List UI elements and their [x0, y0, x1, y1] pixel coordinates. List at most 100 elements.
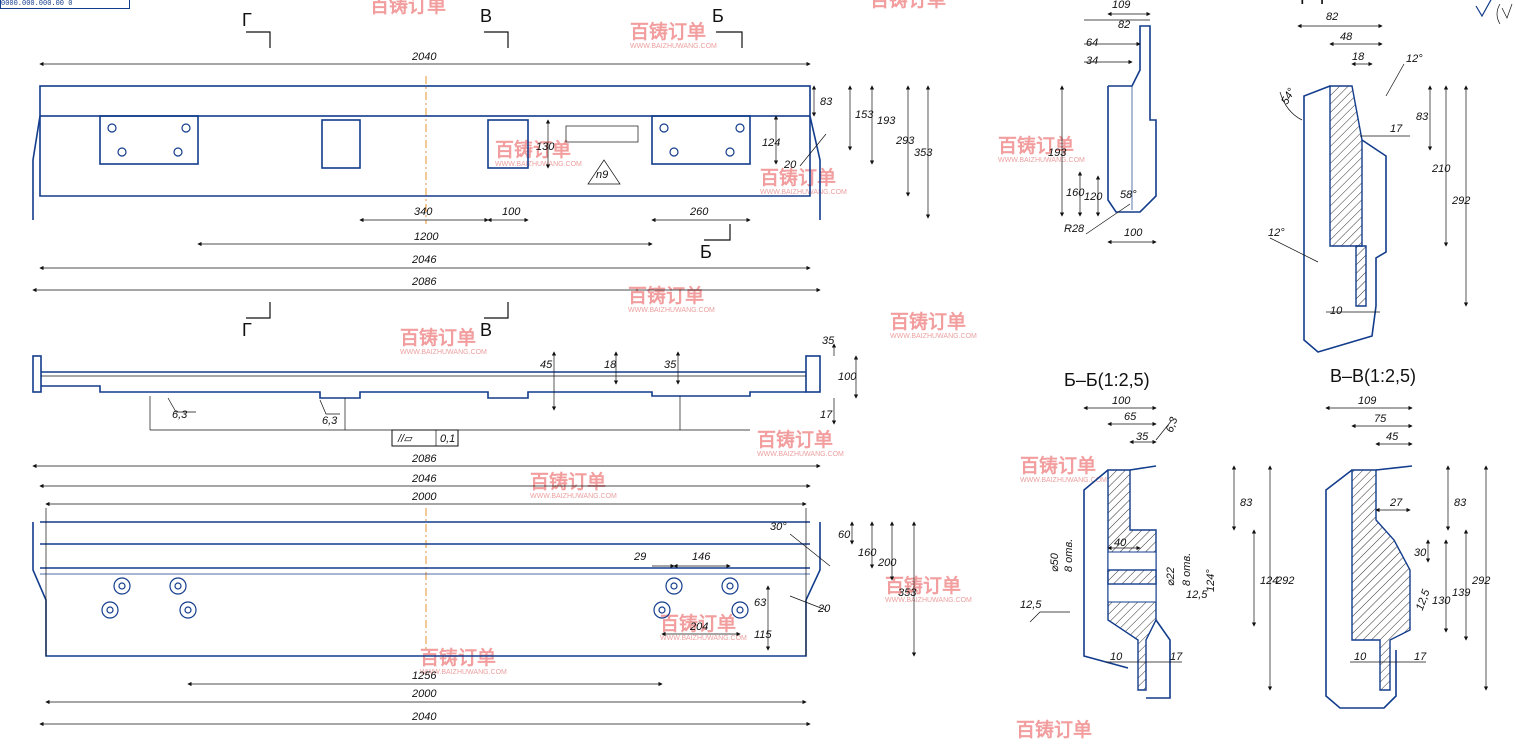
svg-text:百铸订单: 百铸订单	[890, 310, 966, 333]
svg-text:83: 83	[1454, 497, 1467, 509]
svg-text:124: 124	[762, 137, 780, 149]
svg-text:百铸订单: 百铸订单	[1016, 718, 1092, 741]
watermark: 百铸订单	[370, 0, 446, 17]
svg-text:115: 115	[754, 629, 772, 641]
svg-text:百铸订单: 百铸订单	[530, 470, 606, 493]
svg-text:12°: 12°	[1406, 53, 1423, 65]
svg-text:18: 18	[1352, 51, 1365, 63]
svg-text:百铸订单: 百铸订单	[757, 428, 833, 451]
svg-text:35: 35	[1136, 431, 1149, 443]
svg-text:WWW.BAIZHUWANG.COM: WWW.BAIZHUWANG.COM	[628, 307, 715, 314]
svg-text:124°: 124°	[1205, 569, 1217, 592]
hole-group	[107, 123, 745, 157]
svg-text:293: 293	[895, 135, 915, 147]
svg-text:2046: 2046	[411, 254, 437, 266]
section-mark-v: В	[480, 6, 492, 26]
svg-text:2040: 2040	[411, 51, 437, 63]
svg-text:⌀22: ⌀22	[1165, 567, 1177, 586]
svg-text:35: 35	[664, 359, 677, 371]
svg-text:100: 100	[838, 371, 857, 383]
svg-text:12,5: 12,5	[1020, 599, 1042, 611]
svg-text:6,3: 6,3	[172, 409, 188, 421]
svg-text:Г–Г: Г–Г	[1300, 0, 1330, 8]
svg-text:20: 20	[783, 159, 797, 171]
svg-text:⌀50: ⌀50	[1049, 552, 1061, 572]
svg-text:WWW.BAIZHUWANG.COM: WWW.BAIZHUWANG.COM	[420, 669, 507, 676]
drawing-identifier: 0000.000.000.00 0	[0, 0, 130, 9]
svg-text:100: 100	[502, 206, 521, 218]
svg-text:100: 100	[1112, 395, 1131, 407]
svg-text:58°: 58°	[1120, 189, 1137, 201]
side-view: 6,3 6,3 //▱ 0,1 45 18 35 35 100 17	[32, 335, 859, 447]
surface-roughness-icon	[1475, 0, 1513, 25]
svg-text:百铸订单: 百铸订单	[370, 0, 446, 17]
svg-text:292: 292	[1451, 195, 1470, 207]
svg-text:260: 260	[689, 206, 709, 218]
svg-text:83: 83	[1240, 497, 1253, 509]
svg-text:WWW.BAIZHUWANG.COM: WWW.BAIZHUWANG.COM	[998, 157, 1085, 164]
svg-text:292: 292	[1471, 575, 1490, 587]
svg-text:63: 63	[754, 597, 767, 609]
svg-text:139: 139	[1452, 587, 1470, 599]
section-mark-v-mid: В	[480, 320, 492, 340]
svg-text:30°: 30°	[770, 521, 787, 533]
svg-text:100: 100	[1124, 227, 1143, 239]
section-markers-mid: Г В	[242, 302, 509, 340]
svg-text:2000: 2000	[411, 688, 437, 700]
svg-text:193: 193	[877, 115, 896, 127]
svg-text:8 отв.: 8 отв.	[1063, 539, 1075, 572]
svg-text:34: 34	[1086, 55, 1098, 67]
svg-text:204: 204	[689, 621, 708, 633]
front-view: n9 2040 340 100 260 1200 2046 2086 83 15…	[32, 51, 933, 293]
svg-text:百铸订单: 百铸订单	[1020, 454, 1096, 477]
svg-text:百铸订单: 百铸订单	[660, 612, 736, 635]
svg-text:WWW.BAIZHUWANG.COM: WWW.BAIZHUWANG.COM	[495, 161, 582, 168]
svg-text:17: 17	[1170, 651, 1183, 663]
svg-text:R28: R28	[1064, 223, 1085, 235]
detail-profile-a: 109 82 64 34 193 160 120 58° R28 100	[1048, 0, 1157, 245]
svg-text:153: 153	[855, 109, 874, 121]
svg-text:WWW.BAIZHUWANG.COM: WWW.BAIZHUWANG.COM	[757, 451, 844, 458]
svg-text:12,5: 12,5	[1414, 587, 1433, 612]
section-mark-b-lower: Б	[700, 242, 712, 262]
svg-text:n9: n9	[596, 169, 608, 181]
svg-text:百铸订单: 百铸订单	[998, 134, 1074, 157]
svg-text:109: 109	[1112, 0, 1130, 11]
bolt-holes	[101, 577, 749, 619]
section-mark-b: Б	[712, 6, 724, 26]
svg-text:1256: 1256	[412, 670, 437, 682]
svg-text:120: 120	[1084, 191, 1103, 203]
svg-text:WWW.BAIZHUWANG.COM: WWW.BAIZHUWANG.COM	[630, 43, 717, 50]
svg-text:27: 27	[1389, 497, 1403, 509]
svg-text:12,5: 12,5	[1186, 589, 1208, 601]
svg-text:210: 210	[1431, 163, 1451, 175]
svg-text:130: 130	[536, 141, 555, 153]
svg-text:WWW.BAIZHUWANG.COM: WWW.BAIZHUWANG.COM	[1020, 477, 1107, 484]
svg-text:6,3: 6,3	[1164, 415, 1181, 434]
svg-text:8 отв.: 8 отв.	[1181, 553, 1193, 586]
svg-text:130: 130	[1432, 595, 1451, 607]
svg-text:百铸订单: 百铸订单	[630, 20, 706, 43]
detail-section-g: Г–Г 82 48 18 12° 54° 17 83 210 292 12° 1…	[1268, 0, 1470, 353]
svg-text://▱: //▱	[397, 433, 413, 445]
svg-text:2040: 2040	[411, 711, 437, 723]
svg-text:75: 75	[1374, 413, 1387, 425]
svg-text:百铸订单: 百铸订单	[760, 166, 836, 189]
svg-text:17: 17	[820, 409, 833, 421]
svg-text:292: 292	[1275, 575, 1294, 587]
svg-text:30: 30	[1414, 547, 1427, 559]
svg-text:40: 40	[1114, 537, 1127, 549]
svg-text:18: 18	[604, 359, 617, 371]
watermark: 百铸订单	[1016, 718, 1092, 741]
svg-text:WWW.BAIZHUWANG.COM: WWW.BAIZHUWANG.COM	[760, 189, 847, 196]
svg-text:45: 45	[1386, 431, 1399, 443]
svg-text:百铸订单: 百铸订单	[420, 646, 496, 669]
